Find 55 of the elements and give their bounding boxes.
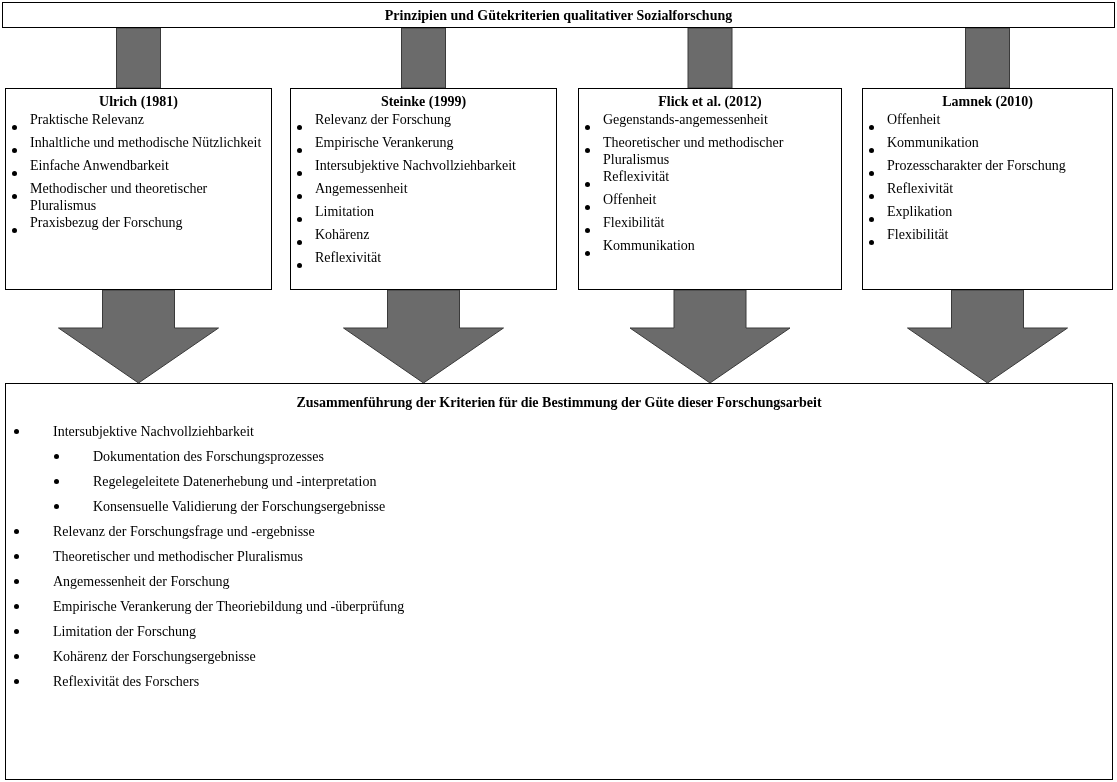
- list-item: Offenheit: [603, 191, 657, 208]
- box-heading: Steinke (1999): [380, 93, 467, 111]
- list-item: Relevanz der Forschung: [315, 111, 452, 128]
- source-box: [5, 88, 272, 290]
- list-item: Angemessenheit der Forschung: [53, 573, 230, 591]
- list-item: Theoretischer und methodischer Pluralismus: [53, 548, 303, 566]
- block-arrow: [58, 289, 219, 384]
- list-item: Kommunikation: [887, 134, 979, 151]
- list-item: Prozesscharakter der Forschung: [887, 157, 1066, 174]
- list-item: Angemessenheit: [315, 180, 408, 197]
- list-item: Reflexivität: [315, 249, 382, 266]
- list-item: Dokumentation des Forschungsprozesses: [93, 448, 324, 466]
- box-heading: Flick et al. (2012): [658, 93, 762, 111]
- list-item: Empirische Verankerung: [315, 134, 454, 151]
- list-item: Offenheit: [887, 111, 941, 128]
- title-box: [2, 2, 1115, 28]
- list-item: Kommunikation: [603, 237, 695, 254]
- source-box: [290, 88, 557, 290]
- list-item: Reflexivität: [603, 168, 670, 185]
- list-item: Kohärenz der Forschungsergebnisse: [53, 648, 256, 666]
- list-item: Konsensuelle Validierung der Forschungsergebnisse: [93, 498, 386, 516]
- list-item: Reflexivität: [887, 180, 954, 197]
- list-item: Einfache Anwendbarkeit: [30, 157, 169, 174]
- list-item: Regelegeleitete Datenerhebung und -interpretation: [93, 473, 377, 491]
- source-box: [578, 88, 842, 290]
- block-arrow: [629, 289, 791, 384]
- block-arrow: [907, 289, 1068, 384]
- list-item: Empirische Verankerung der Theoriebildung und -überprüfung: [53, 598, 405, 616]
- list-item: Praktische Relevanz: [30, 111, 144, 128]
- source-box: [862, 88, 1113, 290]
- list-item: Gegenstands-angemessenheit: [603, 111, 768, 128]
- list-item: Praxisbezug der Forschung: [30, 214, 183, 231]
- block-arrow: [343, 289, 504, 384]
- connector-bar: [116, 27, 161, 89]
- list-item: Limitation: [315, 203, 375, 220]
- list-item: Methodischer und theoretischer Pluralismus: [30, 180, 209, 214]
- list-item: Intersubjektive Nachvollziehbarkeit: [315, 157, 516, 174]
- list-item: Reflexivität des Forschers: [53, 673, 200, 691]
- connector-bar: [687, 27, 733, 89]
- list-item: Kohärenz: [315, 226, 370, 243]
- list-item: Flexibilität: [887, 226, 949, 243]
- box-heading: Zusammenführung der Kriterien für die Bestimmung der Güte dieser Forschungsarbeit: [296, 394, 822, 412]
- list-item: Relevanz der Forschungsfrage und -ergebnisse: [53, 523, 315, 541]
- connector-bar: [401, 27, 446, 89]
- list-item: Explikation: [887, 203, 953, 220]
- list-item: Inhaltliche und methodische Nützlichkeit: [30, 134, 262, 151]
- list-item: Theoretischer und methodischer Pluralismus: [603, 134, 785, 168]
- box-heading: Ulrich (1981): [99, 93, 178, 111]
- list-item: Intersubjektive Nachvollziehbarkeit: [53, 423, 254, 441]
- box-heading: Lamnek (2010): [942, 93, 1033, 111]
- list-item: Limitation der Forschung: [53, 623, 197, 641]
- summary-box: [5, 383, 1113, 780]
- connector-bar: [965, 27, 1010, 89]
- list-item: Flexibilität: [603, 214, 665, 231]
- title-text: Prinzipien und Gütekriterien qualitativer Sozialforschung: [384, 6, 733, 25]
